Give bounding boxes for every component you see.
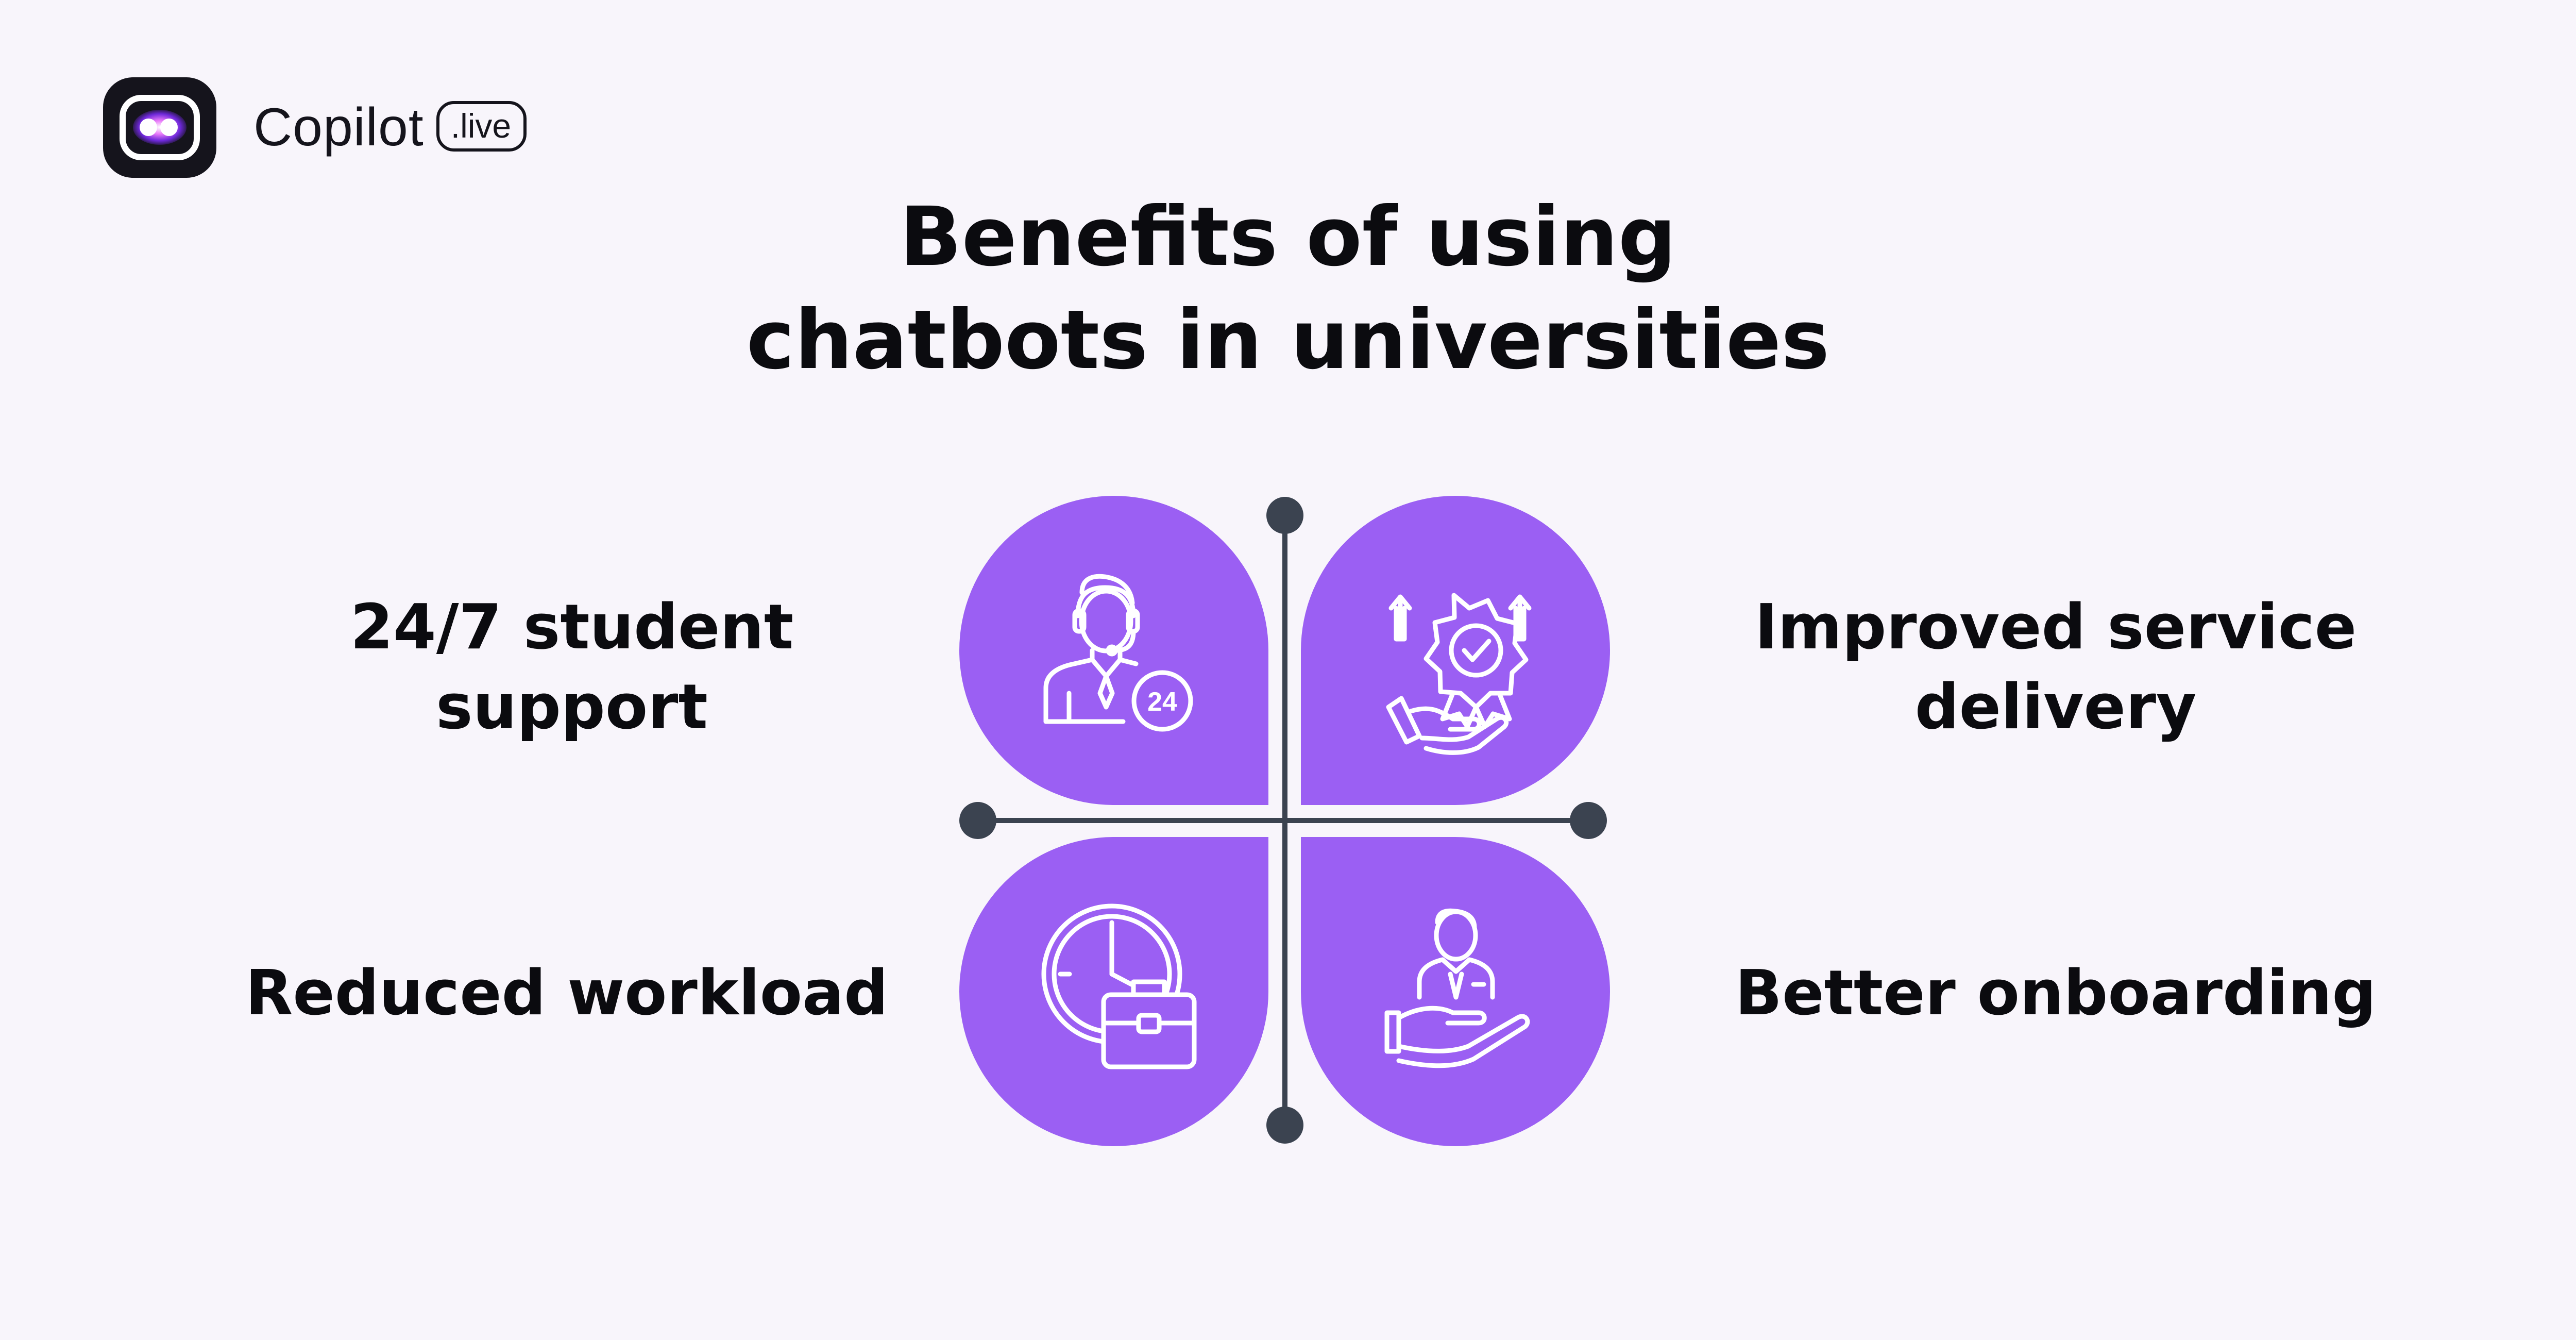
benefit-label-service: Improved service delivery [1685,588,2427,747]
award-hand-growth-icon [1386,593,1532,755]
person-on-hand-icon [1384,908,1530,1068]
benefit-label-service-line-1: Improved service [1754,592,2357,663]
benefit-label-workload: Reduced workload [245,958,889,1029]
benefit-label-onboarding: Better onboarding [1735,958,2377,1029]
brand-name: Copilot [253,97,424,157]
page-title: Benefits of using chatbots in universiti… [515,186,2061,392]
connector-dot-right [1570,802,1607,839]
petal-bottom-left [959,837,1268,1146]
copilot-logo-icon [103,77,216,178]
connector-dot-top [1266,497,1303,534]
benefit-label-service-line-2: delivery [1914,672,2197,743]
title-line-1: Benefits of using [900,190,1676,284]
connector-cross [975,513,1591,1128]
title-line-2: chatbots in universities [746,293,1830,388]
brand-badge: .live [436,100,527,152]
clock-briefcase-icon [1041,903,1197,1069]
connector-dot-bottom [1266,1107,1303,1144]
support-agent-24-icon [1043,574,1193,732]
connector-dot-left [959,802,996,839]
petal-top-right [1301,496,1610,805]
brand-logo: Copilot .live [103,77,527,178]
support-badge-text: 24 [1147,687,1177,717]
benefit-label-support: 24/7 student support [350,592,794,743]
